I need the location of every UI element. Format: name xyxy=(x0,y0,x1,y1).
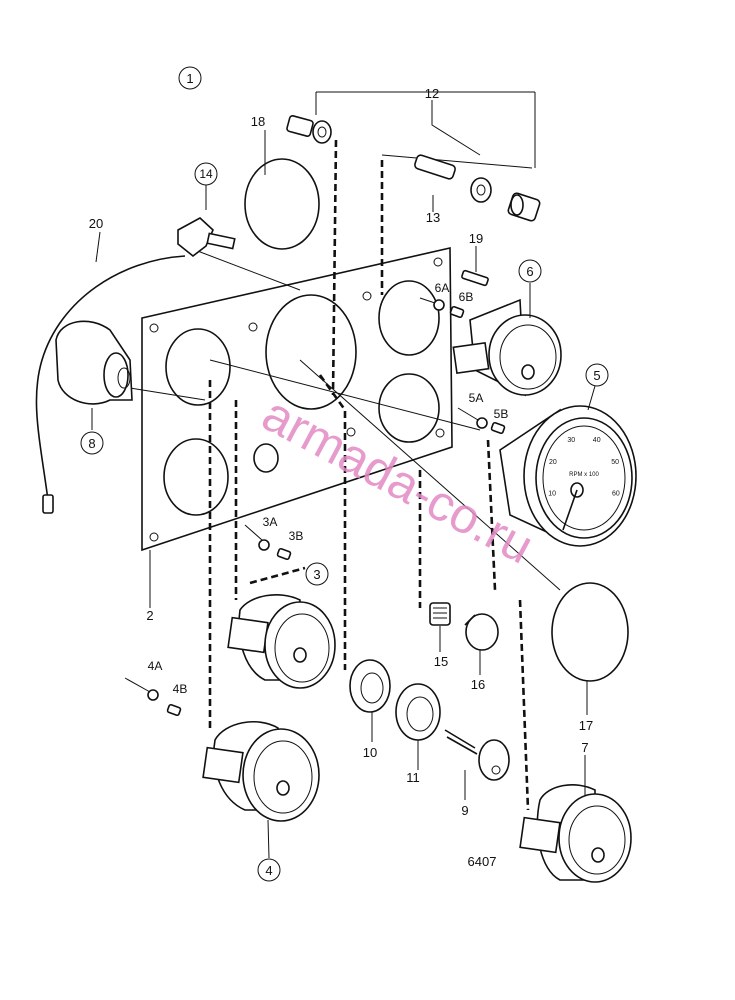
ring-10 xyxy=(349,659,391,713)
callout-17: 17 xyxy=(579,718,593,733)
cutout-bottom-right xyxy=(378,373,440,443)
tachometer-scale-label: 20 xyxy=(549,459,557,466)
gauge-7 xyxy=(519,784,632,883)
callout-9: 9 xyxy=(461,803,468,818)
ring-11 xyxy=(395,683,441,741)
callout-20: 20 xyxy=(89,216,103,231)
callout-18: 18 xyxy=(251,114,265,129)
callout-5A: 5A xyxy=(469,391,484,405)
key-9 xyxy=(444,729,510,781)
fuse-13 xyxy=(414,154,541,222)
callout-6B: 6B xyxy=(459,290,474,304)
knob-14 xyxy=(177,217,236,258)
callout-12: 12 xyxy=(425,86,439,101)
gauge-6 xyxy=(452,298,562,397)
cutout-bottom-left xyxy=(163,438,229,516)
callout-11: 11 xyxy=(406,770,420,785)
tachometer-scale-label: 40 xyxy=(593,437,601,444)
callout-6A: 6A xyxy=(435,281,450,295)
key-switch-hole xyxy=(253,443,279,473)
tachometer-scale-label: 50 xyxy=(611,459,619,466)
lamp-parts xyxy=(124,269,506,717)
callout-3: 3 xyxy=(313,567,320,582)
callout-10: 10 xyxy=(363,745,377,760)
callout-4B: 4B xyxy=(173,682,188,696)
callout-labels: 1 2 3 3A 3B 4 4A 4B 5 5A 5B 6 6A 6B 7 8 … xyxy=(88,71,600,878)
callout-5B: 5B xyxy=(494,407,509,421)
callout-4: 4 xyxy=(265,863,272,878)
cutout-top-right xyxy=(378,280,440,356)
lamp-holder-12 xyxy=(286,115,332,144)
cover-18 xyxy=(244,158,320,250)
drawing-number: 6407 xyxy=(468,854,497,869)
callout-1: 1 xyxy=(186,71,193,86)
callout-6: 6 xyxy=(526,264,533,279)
tachometer-scale-label: 60 xyxy=(612,490,620,497)
cutout-top-left xyxy=(165,328,231,406)
callout-4A: 4A xyxy=(148,659,163,673)
cover-17 xyxy=(551,582,629,682)
tachometer-scale-label: 30 xyxy=(567,437,575,444)
gauge-4 xyxy=(202,720,320,822)
callout-7: 7 xyxy=(581,740,588,755)
part-12-bracket xyxy=(315,91,536,169)
leader-lines xyxy=(91,130,596,859)
callout-15: 15 xyxy=(434,654,448,669)
callout-13: 13 xyxy=(426,210,440,225)
tachometer-unit-label: RPM x 100 xyxy=(569,472,599,478)
callout-16: 16 xyxy=(471,677,485,692)
cutout-center xyxy=(265,294,357,410)
tachometer-5: 10 20 30 40 50 60 RPM x 100 xyxy=(499,405,637,547)
callout-19: 19 xyxy=(469,231,483,246)
cap-16 xyxy=(464,613,499,651)
switch-8 xyxy=(55,320,133,405)
instrument-panel-plate xyxy=(141,247,453,552)
tachometer-scale-label: 10 xyxy=(548,490,556,497)
assembly-lines xyxy=(129,139,561,811)
callout-8: 8 xyxy=(88,436,95,451)
callout-3B: 3B xyxy=(289,529,304,543)
callout-circles xyxy=(80,66,609,882)
callout-14: 14 xyxy=(199,167,213,181)
switch-15 xyxy=(429,602,451,626)
cable-20 xyxy=(35,255,186,514)
callout-2: 2 xyxy=(146,608,153,623)
callout-5: 5 xyxy=(593,368,600,383)
callout-3A: 3A xyxy=(263,515,278,529)
gauge-3 xyxy=(227,594,336,689)
